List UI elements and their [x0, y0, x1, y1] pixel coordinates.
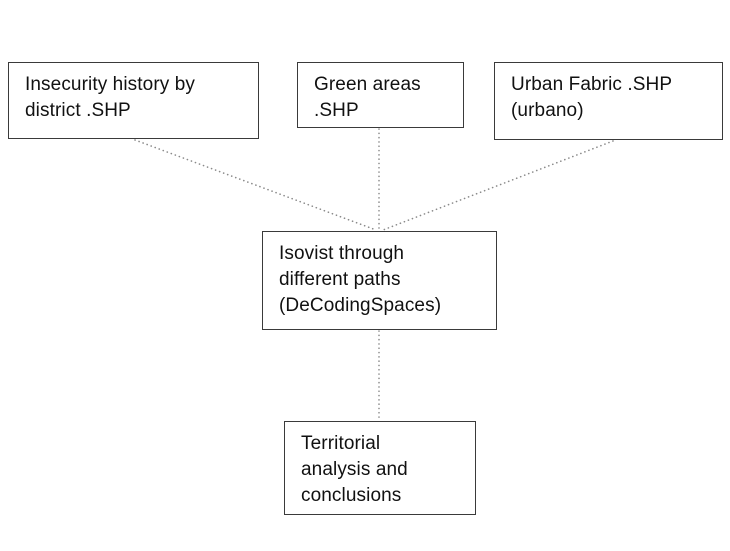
node-insecurity-history[interactable]: Insecurity history by district .SHP: [8, 62, 259, 139]
node-green-areas[interactable]: Green areas .SHP: [297, 62, 464, 128]
node-territorial-analysis[interactable]: Territorial analysis and conclusions: [284, 421, 476, 515]
connector-urban-fabric-to-isovist: [382, 140, 614, 231]
node-urban-fabric[interactable]: Urban Fabric .SHP (urbano): [494, 62, 723, 140]
node-isovist[interactable]: Isovist through different paths (DeCodin…: [262, 231, 497, 330]
connector-insecurity-to-isovist: [134, 139, 377, 231]
